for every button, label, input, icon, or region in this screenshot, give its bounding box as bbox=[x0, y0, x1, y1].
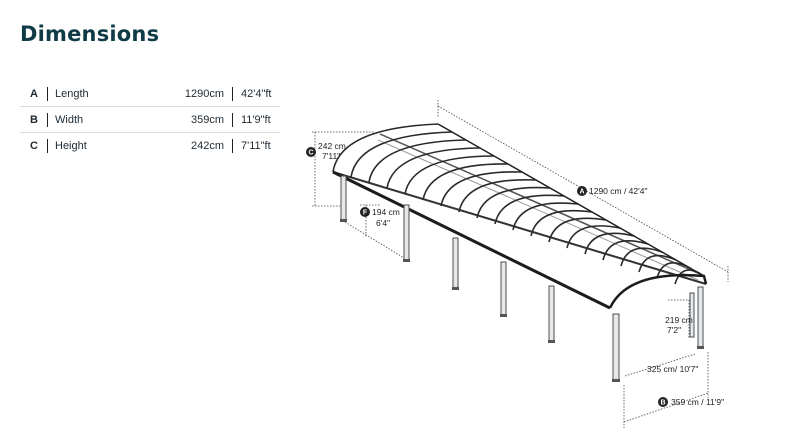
length-label: 1290 cm / 42'4" bbox=[589, 186, 648, 196]
dimension-ft: 7'11"ft bbox=[241, 140, 271, 152]
dimension-name: Height bbox=[55, 140, 87, 152]
dimension-name: Width bbox=[55, 114, 84, 126]
back-eave bbox=[332, 171, 707, 285]
divider bbox=[47, 139, 48, 153]
svg-text:C: C bbox=[308, 150, 313, 157]
dimension-letter: B bbox=[30, 114, 38, 126]
back-top-edge bbox=[437, 123, 705, 277]
divider bbox=[232, 113, 233, 127]
page-title: Dimensions bbox=[20, 22, 160, 46]
side-ft-label: 6'4" bbox=[376, 218, 390, 228]
dimension-row-height: C Height 242cm 7'11"ft bbox=[20, 133, 280, 158]
width-label: 359 cm / 11'9" bbox=[671, 397, 724, 407]
dimension-name: Length bbox=[55, 88, 89, 100]
dimension-cm: 242cm bbox=[190, 140, 224, 152]
dimension-lines bbox=[312, 100, 729, 428]
divider bbox=[47, 113, 48, 127]
ridge-line bbox=[379, 133, 701, 275]
badge-a: A bbox=[577, 186, 587, 196]
dimension-letter: A bbox=[30, 88, 38, 100]
dimension-letter: C bbox=[30, 140, 38, 152]
front-ft-label: 7'2" bbox=[667, 325, 681, 335]
side-cm-label: 194 cm bbox=[372, 207, 400, 217]
inner-width-label: 325 cm/ 10'7" bbox=[647, 364, 698, 374]
dimension-row-length: A Length 1290cm 42'4"ft bbox=[20, 81, 280, 107]
svg-text:A: A bbox=[579, 189, 584, 196]
divider bbox=[47, 87, 48, 101]
post-feet bbox=[340, 219, 704, 382]
front-arch bbox=[608, 274, 708, 309]
divider bbox=[232, 87, 233, 101]
svg-text:B: B bbox=[660, 400, 665, 407]
dimension-row-width: B Width 359cm 11'9"ft bbox=[20, 107, 280, 133]
height-cm-label: 242 cm bbox=[318, 141, 346, 151]
front-eave bbox=[332, 170, 611, 310]
roof-rafters bbox=[332, 123, 705, 285]
dimension-cm: 359cm bbox=[190, 114, 224, 126]
front-cm-label: 219 cm bbox=[665, 315, 693, 325]
dimension-cm: 1290cm bbox=[184, 88, 224, 100]
height-ft-label: 7'11" bbox=[322, 151, 340, 161]
svg-text:F: F bbox=[363, 210, 368, 217]
ridge-line-inner bbox=[377, 139, 699, 281]
badge-c: C bbox=[306, 147, 316, 157]
dimensions-table: A Length 1290cm 42'4"ft B Width 359cm 11… bbox=[20, 81, 280, 158]
divider bbox=[232, 139, 233, 153]
dimension-ft: 11'9"ft bbox=[241, 114, 271, 126]
badge-b: B bbox=[658, 397, 668, 407]
badge-f: F bbox=[360, 207, 370, 217]
posts bbox=[340, 175, 704, 381]
dimension-ft: 42'4"ft bbox=[241, 88, 272, 100]
